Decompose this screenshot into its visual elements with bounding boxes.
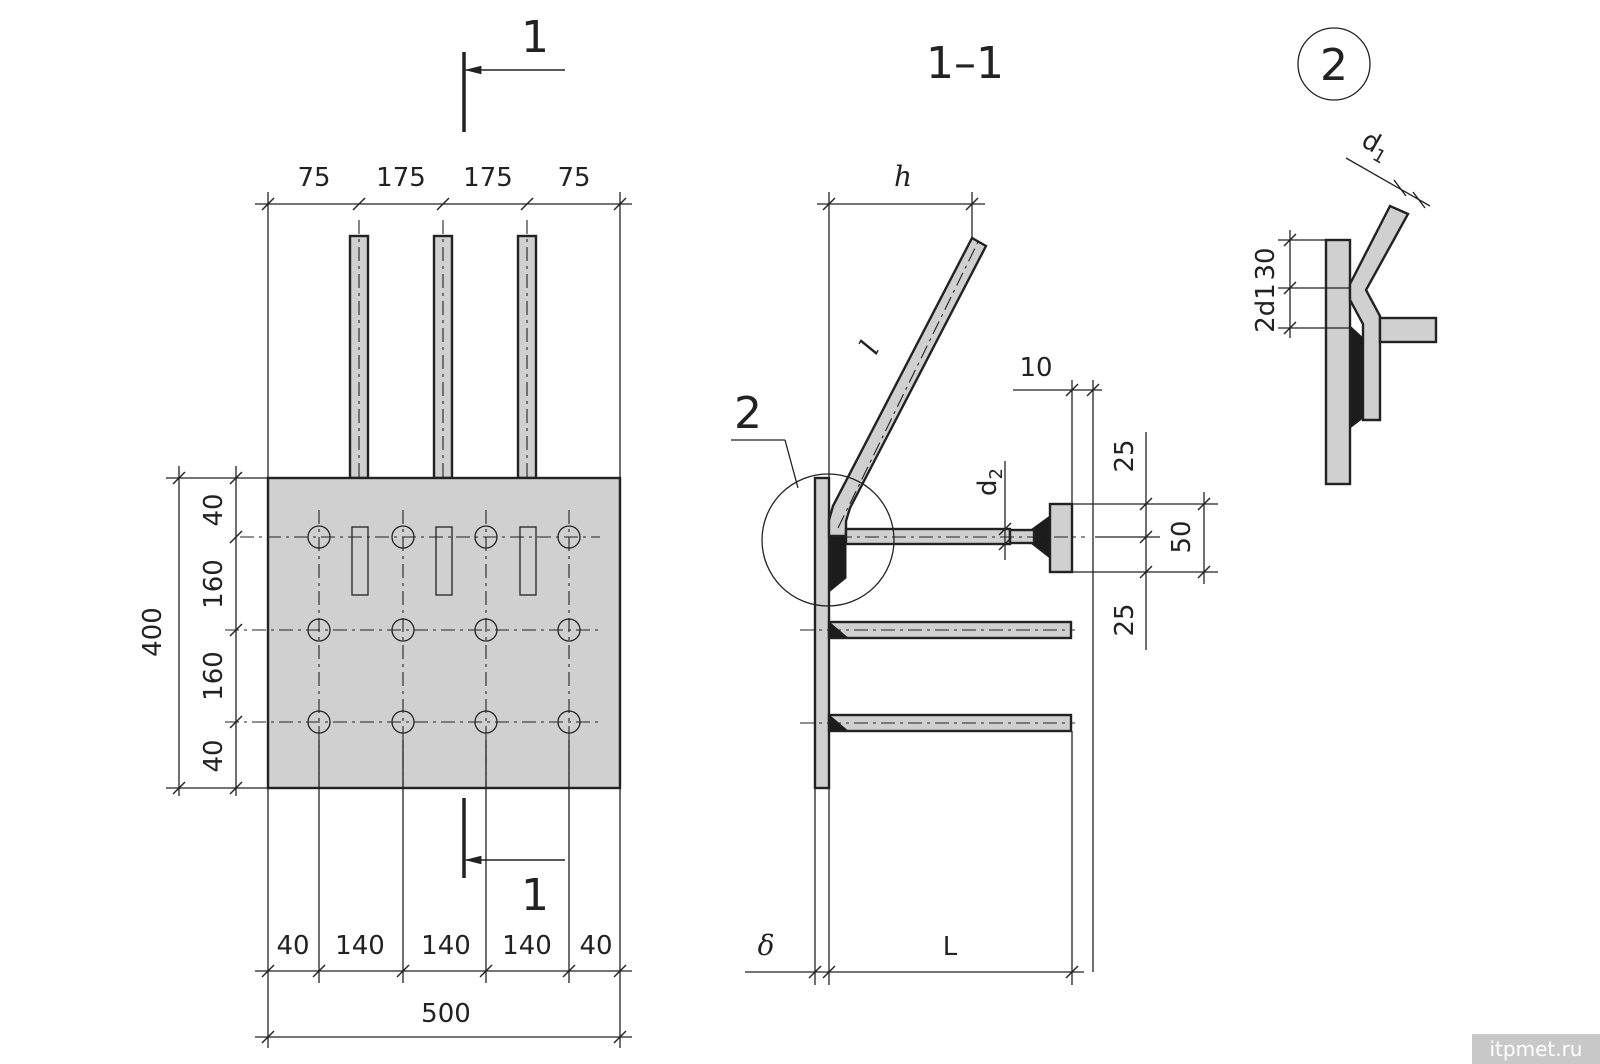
bent-anchor (827, 236, 988, 538)
anchor-head (1048, 502, 1074, 574)
dim-bottom-2: 140 (335, 931, 385, 961)
detail-rod (1378, 316, 1438, 344)
dim-left-3: 160 (199, 651, 229, 701)
detail-plate (1324, 238, 1352, 486)
dim-d1: d1 (1354, 125, 1395, 168)
anchor-holes (307, 525, 581, 734)
detail-view: 2 d1 30 2d1 (1251, 27, 1438, 486)
dim-2d1: 2d1 (1251, 283, 1281, 333)
dim-top-2: 175 (376, 163, 426, 193)
dim-25-bottom: 25 (1110, 603, 1140, 636)
section-mark-bottom: 1 (521, 870, 549, 921)
dim-width: 500 (421, 999, 471, 1029)
dim-delta: δ (758, 929, 775, 962)
dim-l: l (853, 336, 886, 359)
section-callout: 2 (734, 388, 762, 439)
section-mark-top: 1 (521, 12, 549, 63)
dim-bottom-5: 40 (579, 931, 612, 961)
dim-left-2: 160 (199, 559, 229, 609)
watermark[interactable]: itpmet.ru (1472, 1034, 1600, 1064)
section-title: 1–1 (926, 38, 1004, 89)
dim-25-top: 25 (1110, 439, 1140, 472)
slot-3 (519, 526, 537, 596)
dim-bottom-1: 40 (276, 931, 309, 961)
plan-view: 1 1 75 175 175 75 40 160 160 40 400 (138, 12, 632, 1048)
embed-plate (266, 476, 622, 790)
dim-bottom-4: 140 (502, 931, 552, 961)
dim-h: h (894, 160, 912, 193)
dim-30: 30 (1251, 247, 1281, 280)
dim-50: 50 (1167, 520, 1197, 553)
dim-bottom-3: 140 (421, 931, 471, 961)
detail-title: 2 (1320, 40, 1348, 91)
detail-title-circle (1297, 27, 1371, 101)
dim-left-4: 40 (199, 739, 229, 772)
dim-10: 10 (1019, 353, 1052, 383)
plate-side (813, 476, 831, 790)
dim-top-1: 75 (297, 163, 330, 193)
dim-top-3: 175 (463, 163, 513, 193)
dim-d2: d2 (973, 468, 1007, 496)
dim-d2-sub: 2 (986, 468, 1007, 479)
section-view: 1–1 2 h l d2 (731, 38, 1218, 985)
detail-anchor (1348, 204, 1410, 422)
slot-2 (435, 526, 453, 596)
dim-d1-sub: 1 (1369, 145, 1389, 169)
dim-L: L (943, 932, 958, 962)
dim-left-1: 40 (199, 493, 229, 526)
dim-top-4: 75 (557, 163, 590, 193)
dim-height: 400 (138, 607, 168, 657)
slot-1 (351, 526, 369, 596)
